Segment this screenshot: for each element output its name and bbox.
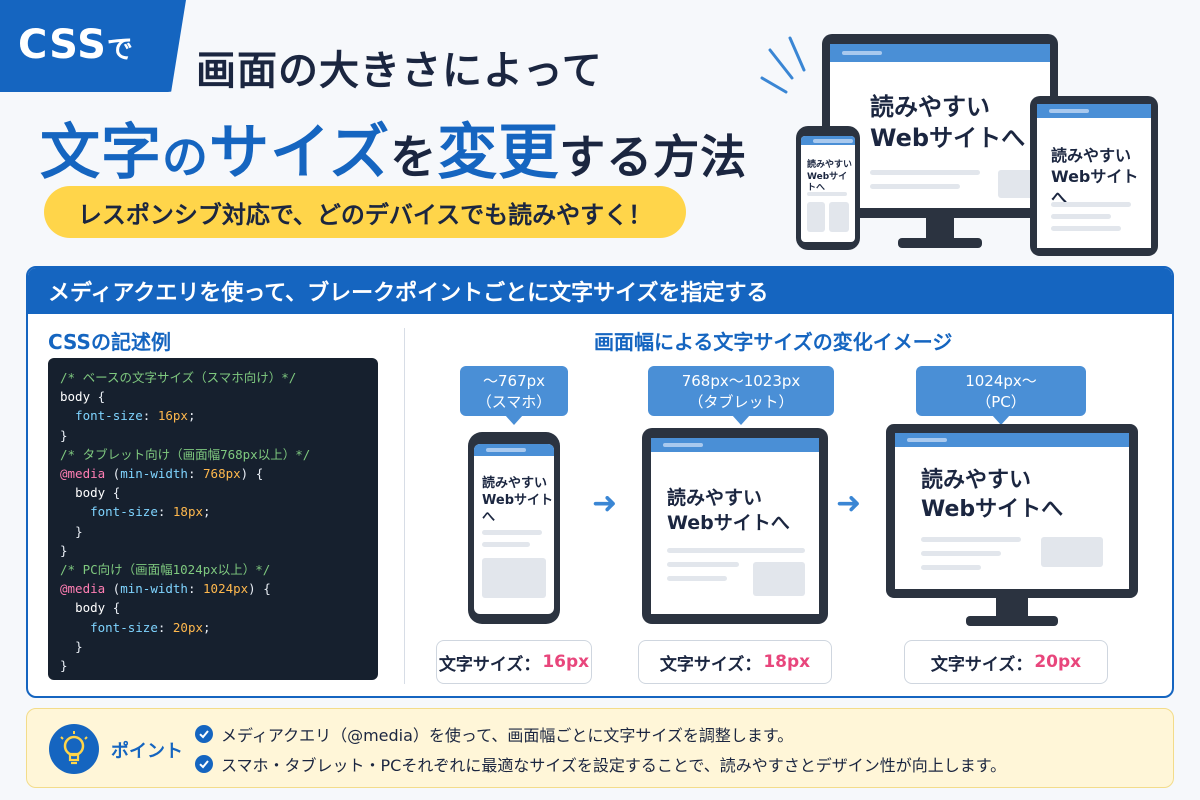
check-circle-icon [195, 725, 213, 743]
point-box: ポイント メディアクエリ（@media）を使って、画面幅ごとに文字サイズを調整し… [26, 708, 1174, 788]
code-comment: /* ベースの文字サイズ（スマホ向け）*/ [60, 370, 297, 385]
size-value: 18px [763, 652, 811, 672]
flag-de: で [106, 35, 133, 65]
code-token: 20px [172, 619, 204, 635]
panel-divider [404, 328, 405, 684]
code-token: @media [60, 581, 106, 597]
code-comment: /* タブレット向け（画面幅768px以上）*/ [60, 446, 311, 462]
size-pill-pc: 文字サイズ：20px [904, 640, 1108, 684]
phone-text-2: Webサイトへ [482, 492, 553, 525]
point-item-text: スマホ・タブレット・PCそれぞれに最適なサイズを設定することで、読みやすさとデザ… [221, 756, 1007, 775]
pc-text-1: 読みやすい [921, 468, 1032, 493]
code-token: min-width [120, 581, 188, 597]
code-token: font-size [90, 619, 158, 635]
code-token: body [75, 600, 106, 616]
code-token: font-size [90, 504, 158, 520]
code-token: min-width [120, 466, 188, 482]
size-label: 文字サイズ： [930, 654, 1033, 675]
code-block: /* ベースの文字サイズ（スマホ向け）*/ body { font-size: … [48, 358, 378, 680]
callout-pc-range: 1024px〜 [965, 372, 1037, 390]
lightbulb-icon [49, 724, 99, 774]
check-circle-icon [195, 755, 213, 773]
code-token: } [60, 427, 68, 443]
title-line-2: 文字のサイズを変更する方法 [40, 104, 747, 191]
size-value: 16px [542, 652, 590, 672]
size-label: 文字サイズ： [659, 654, 762, 675]
callout-phone-range: 〜767px [482, 372, 546, 390]
code-comment: /* PC向け（画面幅1024px以上）*/ [60, 562, 271, 578]
point-item: メディアクエリ（@media）を使って、画面幅ごとに文字サイズを調整します。 [195, 722, 793, 746]
device-tablet: 読みやすい Webサイトへ [642, 428, 828, 624]
hero-tablet: 読みやすい Webサイトへ [1030, 96, 1158, 256]
hero-monitor: 読みやすい Webサイトへ [822, 34, 1058, 248]
css-flag-banner [0, 0, 186, 92]
title-size: サイズ [209, 118, 391, 188]
code-token: 16px [157, 408, 188, 424]
title-line-1: 画面の大きさによって [196, 48, 603, 94]
size-label: 文字サイズ： [438, 654, 541, 675]
code-token: } [60, 542, 68, 558]
hero-phone: 読みやすい Webサイトへ [796, 126, 860, 250]
code-token: @media [60, 466, 106, 482]
code-token: body [60, 389, 91, 405]
code-token: font-size [75, 408, 143, 424]
change-section-title: 画面幅による文字サイズの変化イメージ [594, 330, 953, 354]
subtitle-pill: レスポンシブ対応で、どのデバイスでも読みやすく！ [44, 186, 686, 238]
pc-text-2: Webサイトへ [921, 496, 1064, 522]
title-suru-houhou: する方法 [559, 130, 748, 184]
code-token: { [105, 485, 121, 501]
size-value: 20px [1034, 652, 1082, 672]
code-token: { [90, 389, 106, 405]
title-henkou: 変更 [437, 118, 560, 188]
hero-tablet-text-2: Webサイトへ [1051, 166, 1139, 207]
code-section-title: CSSの記述例 [48, 330, 171, 354]
main-panel: メディアクエリを使って、ブレークポイントごとに文字サイズを指定する CSSの記述… [26, 266, 1174, 698]
size-pill-tablet: 文字サイズ：18px [638, 640, 832, 684]
hero-monitor-text-2: Webサイトへ [870, 124, 1026, 153]
callout-pc: 1024px〜 （PC） [916, 366, 1086, 425]
arrow-right-icon: ➜ [592, 486, 618, 521]
code-token: { [105, 600, 121, 616]
code-token: 1024px [203, 581, 249, 597]
device-phone: 読みやすい Webサイトへ [468, 432, 560, 624]
flag-css: CSS [18, 22, 107, 68]
point-label: ポイント [111, 741, 183, 762]
code-token: } [75, 638, 83, 654]
phone-text-1: 読みやすい [482, 476, 548, 491]
tablet-text-2: Webサイトへ [667, 511, 790, 534]
code-token: } [60, 658, 68, 674]
title-moji: 文字 [40, 118, 162, 188]
size-pill-phone: 文字サイズ：16px [436, 640, 592, 684]
arrow-right-icon: ➜ [836, 486, 862, 521]
device-pc: 読みやすい Webサイトへ [886, 424, 1138, 628]
callout-phone-name: （スマホ） [476, 393, 552, 411]
point-item-text: メディアクエリ（@media）を使って、画面幅ごとに文字サイズを調整します。 [221, 726, 794, 745]
callout-pc-name: （PC） [976, 393, 1026, 411]
hero-phone-text-2: Webサイトへ [807, 171, 848, 194]
title-no: の [162, 130, 209, 184]
code-token: body [75, 485, 106, 501]
hero-tablet-text-1: 読みやすい [1051, 146, 1132, 165]
css-flag-text: CSSで [18, 22, 133, 68]
callout-phone: 〜767px （スマホ） [460, 366, 568, 425]
sparkle-lines-icon [760, 36, 806, 94]
callout-tablet-name: （タブレット） [688, 393, 794, 411]
hero-phone-text-1: 読みやすい [807, 160, 853, 170]
tablet-text-1: 読みやすい [667, 487, 763, 509]
title-wo: を [390, 130, 438, 184]
code-token: 18px [172, 504, 204, 520]
callout-tablet: 768px〜1023px （タブレット） [648, 366, 834, 425]
point-item: スマホ・タブレット・PCそれぞれに最適なサイズを設定することで、読みやすさとデザ… [195, 752, 1006, 776]
code-token: } [75, 523, 83, 539]
hero-monitor-text-1: 読みやすい [870, 93, 990, 121]
callout-tablet-range: 768px〜1023px [681, 372, 801, 390]
code-token: 768px [203, 466, 241, 482]
panel-heading: メディアクエリを使って、ブレークポイントごとに文字サイズを指定する [28, 268, 1172, 314]
